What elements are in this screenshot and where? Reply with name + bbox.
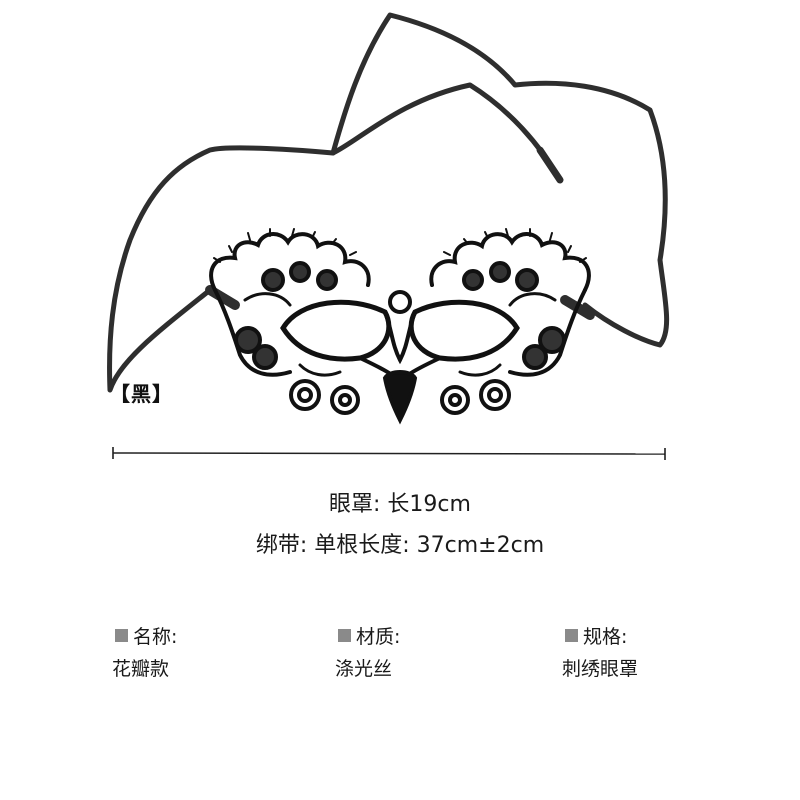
dimension-line bbox=[112, 447, 666, 460]
attribute-label: 材质: bbox=[356, 625, 401, 648]
mask-length-spec: 眼罩: 长19cm bbox=[0, 486, 800, 518]
attribute-material: 材质: 涤光丝 bbox=[335, 622, 401, 682]
attribute-specification: 规格: 刺绣眼罩 bbox=[562, 622, 639, 682]
lace-mask-icon bbox=[209, 228, 591, 425]
bullet-square-icon bbox=[115, 628, 128, 642]
mask-length-text: 眼罩: 长19cm bbox=[329, 492, 471, 517]
ribbon-length-spec: 绑带: 单根长度: 37cm±2cm bbox=[0, 527, 800, 559]
attribute-label: 名称: bbox=[133, 625, 178, 648]
ribbon-length-text: 绑带: 单根长度: 37cm±2cm bbox=[255, 533, 545, 558]
attribute-name: 名称: 花瓣款 bbox=[112, 622, 178, 682]
attribute-label: 规格: bbox=[583, 625, 628, 648]
color-variant-label: 【黑】 bbox=[110, 382, 173, 406]
attribute-value: 花瓣款 bbox=[112, 658, 170, 680]
attribute-value: 刺绣眼罩 bbox=[562, 658, 639, 680]
bullet-square-icon bbox=[338, 628, 351, 642]
bullet-square-icon bbox=[565, 628, 578, 642]
product-image bbox=[107, 12, 670, 425]
attribute-value: 涤光丝 bbox=[335, 658, 393, 680]
